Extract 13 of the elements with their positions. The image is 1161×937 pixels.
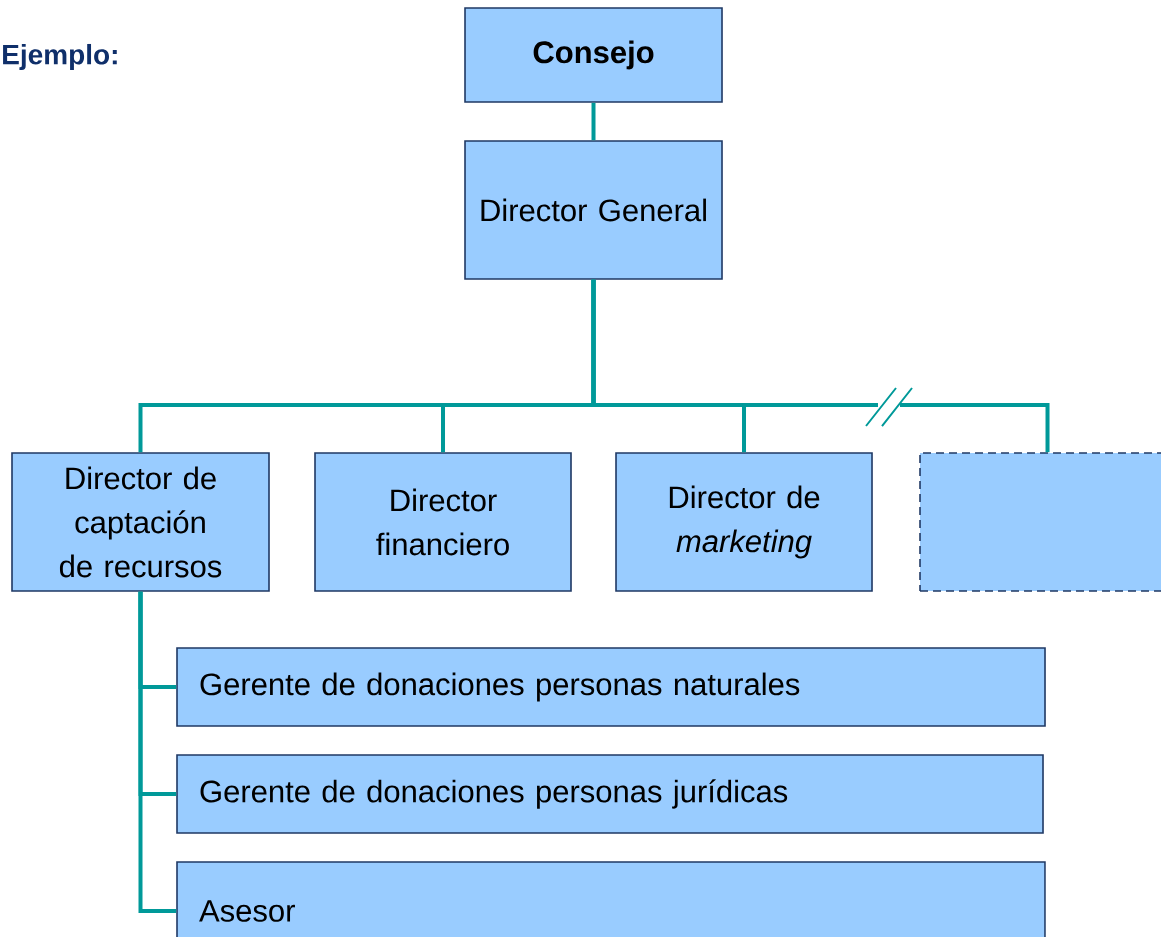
connector-line — [591, 279, 1050, 453]
position-box: Director financiero — [314, 452, 572, 592]
connector-line — [138, 591, 177, 913]
position-box: Director de captación de recursos — [11, 452, 270, 592]
position-box: Director General — [464, 140, 723, 280]
position-box: Gerente de donaciones personas naturales — [176, 647, 1046, 727]
empty-box — [919, 452, 1161, 592]
position-box: Asesor — [176, 861, 1046, 937]
position-box: Director de marketing — [615, 452, 873, 592]
position-box: Consejo — [464, 7, 723, 103]
connector-line — [591, 102, 596, 141]
heading: Ejemplo: — [3, 43, 117, 71]
position-box: Gerente de donaciones personas jurídicas — [176, 754, 1044, 834]
